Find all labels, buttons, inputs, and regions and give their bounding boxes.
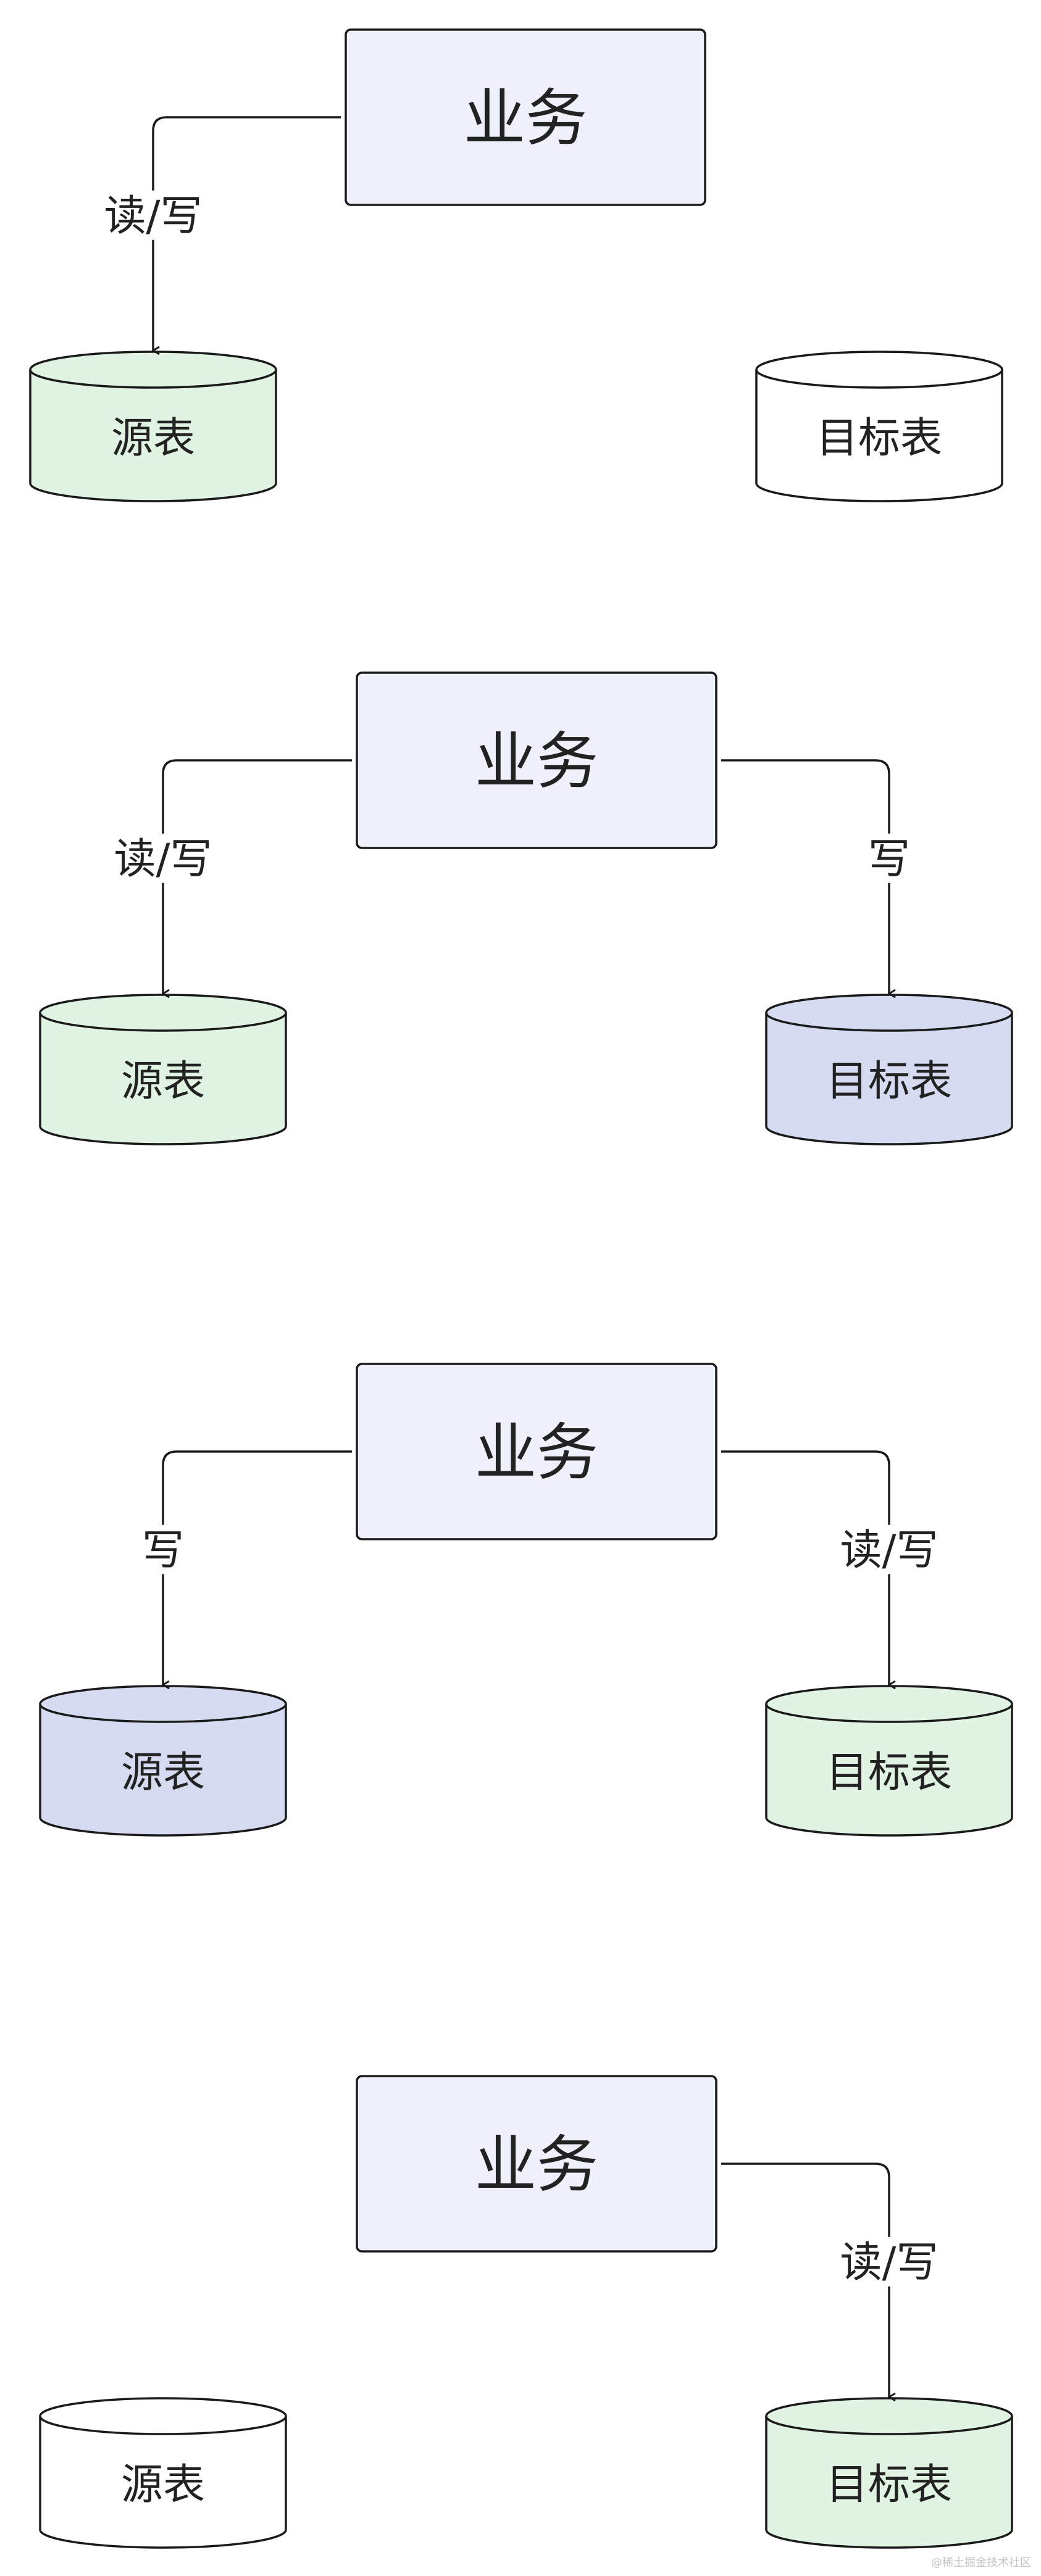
edge-line-upper <box>162 759 352 834</box>
cylinder-body <box>765 1704 1013 1837</box>
cylinder-top <box>755 351 1003 389</box>
watermark: @稀土掘金技术社区 <box>931 2556 1031 2569</box>
table-label: 源表 <box>121 2461 205 2509</box>
service-box <box>345 28 706 206</box>
service-box <box>356 671 717 849</box>
target-table: 目标表 <box>765 2397 1013 2549</box>
edge-label: 读/写 <box>114 835 212 884</box>
cylinder-body <box>29 370 277 502</box>
edge-label: 读/写 <box>840 1526 939 1575</box>
table-label: 源表 <box>121 1057 205 1106</box>
cylinder-top <box>765 1685 1013 1723</box>
edge-line-upper <box>721 1450 890 1525</box>
table-label: 目标表 <box>826 1057 952 1106</box>
edge-label: 写 <box>142 1526 184 1575</box>
service-node: 业务 <box>356 671 717 849</box>
edge-label: 读/写 <box>840 2238 939 2287</box>
target-table: 目标表 <box>765 1685 1013 1837</box>
cylinder-top <box>765 2397 1013 2435</box>
cylinder-body <box>39 1704 287 1837</box>
service-label: 业务 <box>475 1416 598 1489</box>
service-label: 业务 <box>475 725 598 797</box>
cylinder-top <box>39 1685 287 1723</box>
source-table: 源表 <box>39 2397 287 2549</box>
service-node: 业务 <box>356 1363 717 1540</box>
service-node: 业务 <box>345 28 706 206</box>
service-box <box>356 2075 717 2253</box>
source-table: 源表 <box>39 1685 287 1837</box>
table-label: 目标表 <box>826 2461 952 2509</box>
table-label: 目标表 <box>826 1748 952 1797</box>
edge-line-upper <box>152 116 341 191</box>
cylinder-body <box>765 2416 1013 2549</box>
target-table: 目标表 <box>765 994 1013 1145</box>
cylinder-body <box>755 370 1003 502</box>
edge-label: 读/写 <box>104 192 203 241</box>
cylinder-top <box>29 351 277 389</box>
right-edge: 读/写 <box>721 1450 939 1685</box>
cylinder-body <box>39 1013 287 1145</box>
service-node: 业务 <box>356 2075 717 2253</box>
cylinder-top <box>39 2397 287 2435</box>
cylinder-body <box>765 1013 1013 1145</box>
edge-label: 写 <box>868 835 910 884</box>
right-edge: 读/写 <box>721 2163 939 2397</box>
left-edge: 读/写 <box>104 116 341 351</box>
table-label: 源表 <box>111 414 195 463</box>
table-label: 目标表 <box>816 414 942 463</box>
target-table: 目标表 <box>755 351 1003 502</box>
cylinder-body <box>39 2416 287 2549</box>
cylinder-top <box>765 994 1013 1032</box>
left-edge: 读/写 <box>114 759 352 994</box>
service-label: 业务 <box>464 82 587 154</box>
edge-line-upper <box>721 759 890 834</box>
source-table: 源表 <box>39 994 287 1145</box>
service-label: 业务 <box>475 2129 598 2201</box>
edge-line-upper <box>721 2163 890 2237</box>
table-label: 源表 <box>121 1748 205 1797</box>
right-edge: 写 <box>721 759 910 994</box>
source-table: 源表 <box>29 351 277 502</box>
cylinder-top <box>39 994 287 1032</box>
left-edge: 写 <box>142 1450 352 1685</box>
edge-line-upper <box>162 1450 352 1525</box>
service-box <box>356 1363 717 1540</box>
